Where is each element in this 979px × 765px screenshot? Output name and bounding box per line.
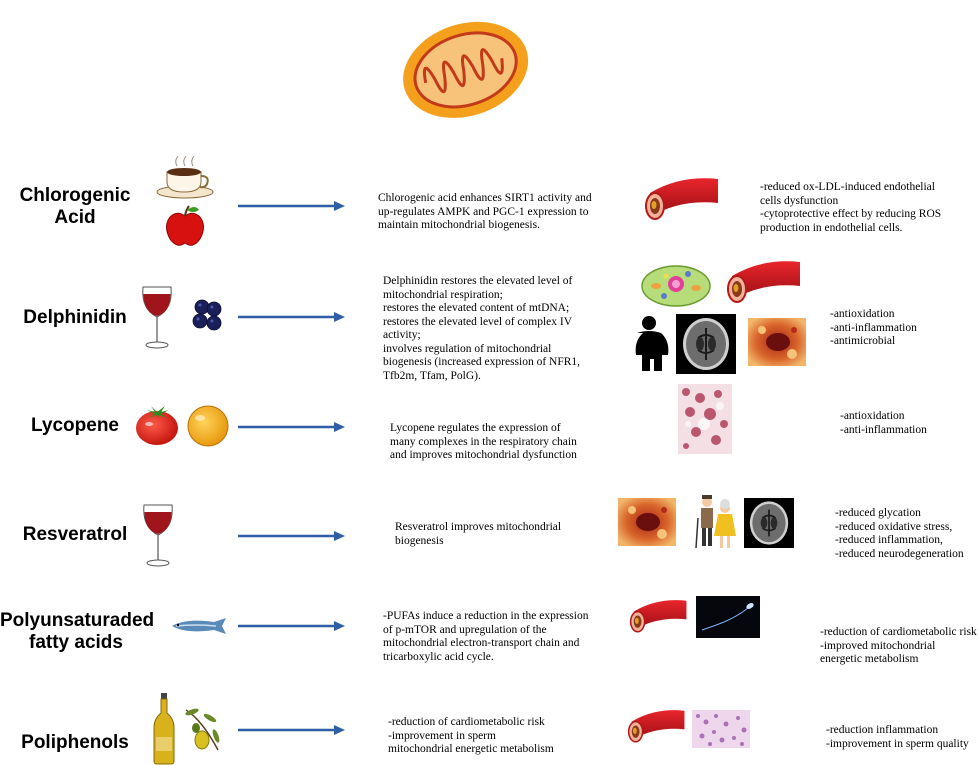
apple-icon bbox=[165, 204, 205, 246]
cell-icon bbox=[640, 258, 712, 308]
effects-text-chlorogenic-acid: -reduced ox-LDL-induced endothelial cell… bbox=[760, 181, 942, 234]
blood-vessel-icon bbox=[722, 258, 802, 308]
sperm-icon bbox=[696, 596, 760, 638]
olive-branch-icon bbox=[182, 706, 226, 756]
mechanism-text-delphinidin: Delphinidin restores the elevated level … bbox=[383, 275, 581, 382]
compound-name-poliphenols: Poliphenols bbox=[21, 732, 129, 753]
compound-name-delphinidin: Delphinidin bbox=[23, 307, 127, 328]
blood-vessel-icon bbox=[624, 706, 686, 748]
grapefruit-icon bbox=[186, 405, 230, 447]
compound-name-lycopene: Lycopene bbox=[31, 415, 119, 436]
compound-name-chlorogenic-acid: Chlorogenic Acid bbox=[19, 185, 131, 228]
compound-name-resveratrol: Resveratrol bbox=[22, 524, 128, 545]
brain-ct-icon bbox=[676, 314, 736, 374]
blackberries-icon bbox=[188, 295, 228, 335]
tissue-histology-icon bbox=[678, 384, 732, 454]
mechanism-text-lycopene: Lycopene regulates the expression of man… bbox=[390, 422, 577, 461]
mechanism-text-chlorogenic-acid: Chlorogenic acid enhances SIRT1 activity… bbox=[378, 192, 592, 231]
testis-histology-icon bbox=[692, 710, 750, 748]
obese-person-icon bbox=[628, 315, 670, 373]
mitochondrion-icon bbox=[395, 4, 535, 132]
arrow-icon bbox=[238, 311, 346, 323]
olive-oil-bottle-icon bbox=[152, 693, 176, 765]
inflamed-tissue-icon bbox=[618, 498, 676, 546]
arrow-icon bbox=[238, 421, 346, 433]
mechanism-text-pufas: -PUFAs induce a reduction in the express… bbox=[383, 610, 589, 663]
compound-name-pufas: Polyunsaturaded fatty acids bbox=[0, 610, 155, 653]
mechanism-text-poliphenols: -reduction of cardiometabolic risk -impr… bbox=[388, 716, 554, 755]
effects-text-pufas: -reduction of cardiometabolic risk -impr… bbox=[820, 626, 977, 665]
inflamed-tissue-icon bbox=[748, 318, 806, 366]
arrow-icon bbox=[238, 724, 346, 736]
elderly-couple-icon bbox=[693, 494, 737, 550]
wine-glass-icon bbox=[140, 285, 174, 349]
effects-text-lycopene: -antioxidation -anti-inflammation bbox=[840, 410, 927, 436]
effects-text-poliphenols: -reduction inflammation -improvement in … bbox=[826, 724, 969, 750]
brain-ct-icon bbox=[744, 498, 794, 548]
blood-vessel-icon bbox=[626, 596, 688, 638]
arrow-icon bbox=[238, 530, 346, 542]
fish-icon bbox=[170, 618, 230, 634]
effects-text-resveratrol: -reduced glycation -reduced oxidative st… bbox=[835, 507, 964, 560]
arrow-icon bbox=[238, 200, 346, 212]
blood-vessel-icon bbox=[640, 175, 720, 225]
wine-glass-icon bbox=[141, 503, 175, 567]
tomato-icon bbox=[135, 404, 179, 446]
effects-text-delphinidin: -antioxidation -anti-inflammation -antim… bbox=[830, 308, 917, 347]
coffee-cup-icon bbox=[155, 152, 215, 200]
arrow-icon bbox=[238, 620, 346, 632]
mechanism-text-resveratrol: Resveratrol improves mitochondrial bioge… bbox=[395, 521, 562, 547]
